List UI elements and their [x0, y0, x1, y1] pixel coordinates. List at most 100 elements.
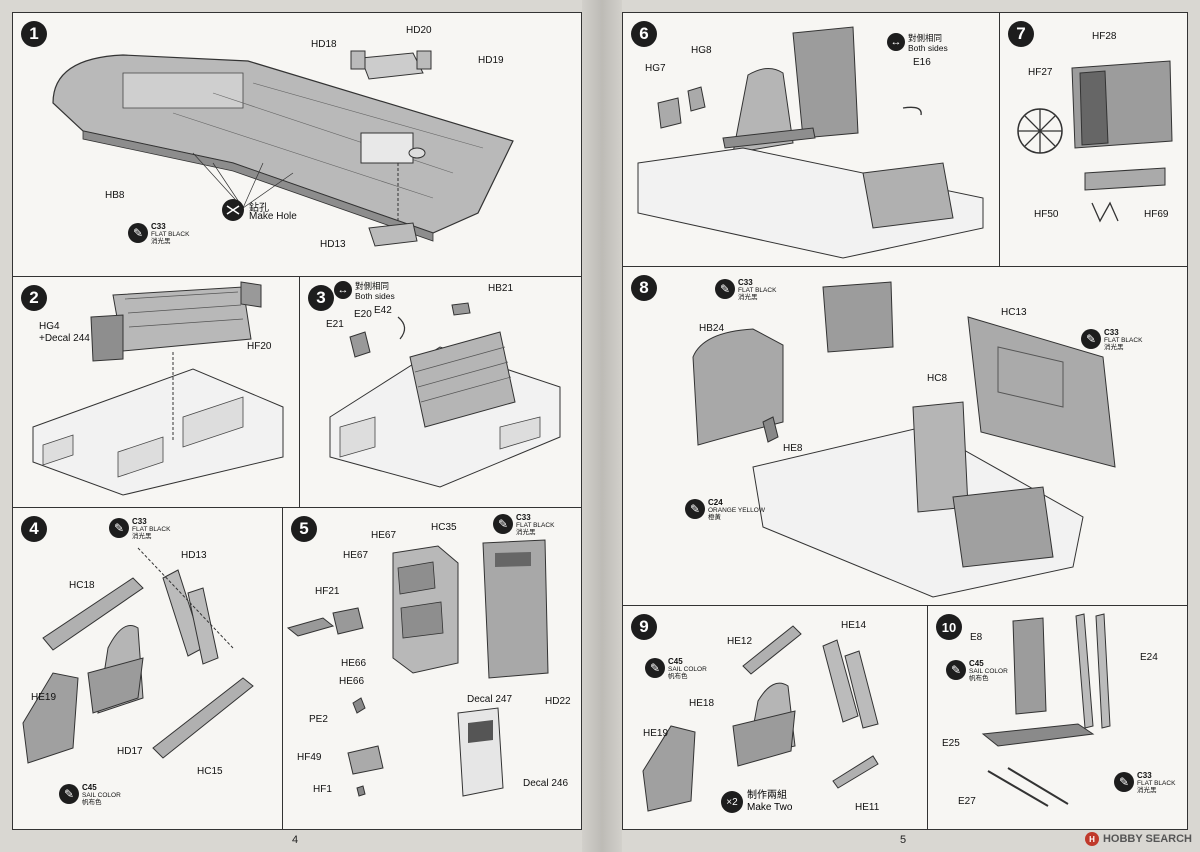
part-label: HD18: [311, 39, 337, 50]
paint-brush-icon: ✎: [685, 499, 705, 519]
paint-brush-icon: ✎: [493, 514, 513, 534]
part-label: E25: [942, 738, 960, 749]
fan-illustration: [1017, 60, 1173, 223]
part-label: HC8: [927, 373, 948, 384]
part-label: HB21: [488, 283, 514, 294]
part-label: E20: [354, 309, 372, 320]
page-number-right: 5: [900, 834, 907, 846]
decal-label: +Decal 244: [39, 333, 90, 344]
part-label: HC35: [431, 522, 457, 533]
make-two-zh: 制作兩組: [747, 790, 787, 801]
part-label: HC15: [197, 766, 223, 777]
part-label: HD17: [117, 746, 143, 757]
paint-name-zh: 消光黑: [151, 238, 171, 245]
part-label: HE67: [343, 550, 369, 561]
part-label: E24: [1140, 652, 1158, 663]
book-gutter: [582, 0, 622, 852]
step-number: 7: [1008, 21, 1034, 47]
part-label: HD22: [545, 696, 571, 707]
both-sides-en: Both sides: [355, 291, 395, 301]
make-hole-zh: 鉆孔: [249, 203, 269, 214]
seat-illustration: [22, 547, 254, 764]
cockpit-seats-illustration: [637, 26, 984, 259]
part-label: HE66: [341, 658, 367, 669]
console-illustration: [32, 281, 284, 496]
part-label: HD13: [181, 550, 207, 561]
page-number-left: 4: [292, 834, 299, 846]
step-number: 10: [936, 614, 962, 640]
part-label: HF49: [297, 752, 322, 763]
double-arrow-icon: ↔: [887, 33, 905, 51]
paint-brush-icon: ✎: [1114, 772, 1134, 792]
part-label: HE12: [727, 636, 753, 647]
part-label: HC13: [1001, 307, 1027, 318]
decal-label: Decal 246: [523, 778, 569, 789]
part-label: HF20: [247, 341, 272, 352]
part-label: HE19: [31, 692, 57, 703]
paint-brush-icon: ✎: [645, 658, 665, 678]
part-label: HF1: [313, 784, 332, 795]
paint-brush-icon: ✎: [715, 279, 735, 299]
part-label: HE67: [371, 530, 397, 541]
paint-name: FLAT BLACK: [151, 230, 190, 238]
part-label: E16: [913, 57, 931, 68]
part-label: PE2: [309, 714, 328, 725]
part-label: E27: [958, 796, 976, 807]
part-label: E42: [374, 305, 392, 316]
part-label: HF21: [315, 586, 340, 597]
part-label: HE18: [689, 698, 715, 709]
floor-pan-illustration: [52, 50, 514, 247]
step-number: 6: [631, 21, 657, 47]
step-number: 5: [291, 516, 317, 542]
step-number: 9: [631, 614, 657, 640]
step-number: 3: [308, 285, 334, 311]
step-number: 4: [21, 516, 47, 542]
decal-label: Decal 247: [467, 694, 513, 705]
double-arrow-icon: ↔: [334, 281, 352, 299]
paint-brush-icon: ✎: [946, 660, 966, 680]
paint-brush-icon: ✎: [1081, 329, 1101, 349]
paint-brush-icon: ✎: [128, 223, 148, 243]
part-label: HE14: [841, 620, 867, 631]
part-label: HB8: [105, 190, 125, 201]
part-label: HF27: [1028, 67, 1053, 78]
paint-brush-icon: ✎: [109, 518, 129, 538]
part-label: HB24: [699, 323, 725, 334]
step-number: 1: [21, 21, 47, 47]
hobby-search-logo-icon: H: [1084, 832, 1099, 846]
make-two-en: Make Two: [747, 802, 793, 813]
paint-code: C33: [151, 222, 166, 231]
part-label: HD20: [406, 25, 432, 36]
watermark: H HOBBY SEARCH: [1084, 832, 1192, 846]
make-hole-en: Make Hole: [249, 211, 297, 222]
part-label: E8: [970, 632, 983, 643]
watermark-text: HOBBY SEARCH: [1102, 833, 1192, 845]
step-number: 2: [21, 285, 47, 311]
part-label: HE66: [339, 676, 365, 687]
both-sides-zh: 對側相同: [355, 281, 390, 291]
part-label: HE11: [855, 802, 880, 813]
part-label: HG7: [645, 63, 666, 74]
step-number: 8: [631, 275, 657, 301]
fuselage-assembly-illustration: [692, 281, 1116, 598]
paint-brush-icon: ✎: [59, 784, 79, 804]
part-label: HD19: [478, 55, 504, 66]
step-1-panel: 1 HD18 HD20 HD19 HB8 HD13 鉆孔 Make Hole ✎…: [12, 12, 582, 277]
seat-pair-illustration: [642, 625, 879, 812]
times-two-badge: ×2: [721, 791, 743, 813]
part-label: HE19: [643, 728, 669, 739]
